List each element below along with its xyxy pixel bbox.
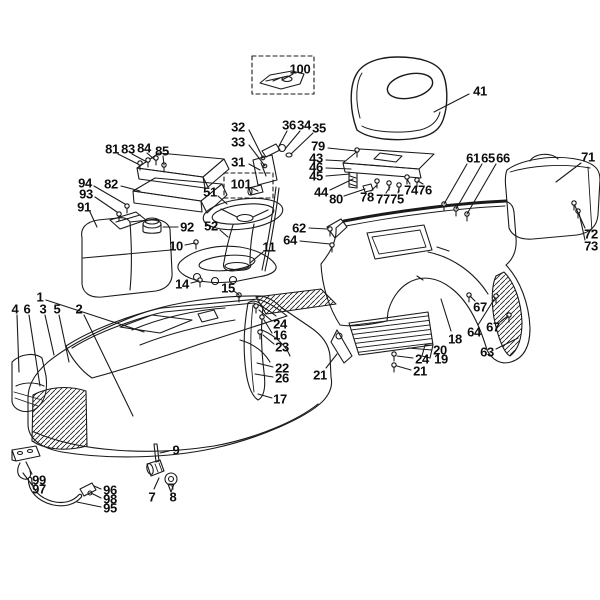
fuel-cap <box>142 219 162 229</box>
leader-line-32 <box>248 129 264 159</box>
cable <box>27 476 83 507</box>
seat-mount-plate <box>342 147 435 193</box>
leader-line-79 <box>327 147 357 152</box>
leader-line-2 <box>83 314 134 417</box>
leader-line-11 <box>249 251 264 264</box>
leader-line-24 <box>396 355 414 359</box>
rear-cover <box>504 153 600 240</box>
leader-line-4 <box>16 314 20 373</box>
leader-line-98 <box>90 492 102 499</box>
leader-line-16 <box>263 319 273 334</box>
leader-line-18 <box>440 298 452 332</box>
leader-line-83 <box>131 153 148 163</box>
key-reference-box <box>223 172 274 199</box>
leader-line-64 <box>299 240 331 245</box>
running-board <box>255 288 337 315</box>
leader-line-7 <box>153 477 160 490</box>
leader-line-67 <box>469 295 476 302</box>
leader-line-94 <box>93 185 126 205</box>
pedal-cover <box>177 239 277 303</box>
connector <box>79 482 97 497</box>
leader-line-95 <box>76 501 102 508</box>
leader-line-82 <box>120 185 141 192</box>
leader-line-73 <box>578 212 586 241</box>
leader-line-52 <box>219 229 229 238</box>
leader-line-20 <box>407 347 433 351</box>
leader-line-26 <box>254 373 274 378</box>
leader-line-91 <box>89 211 98 228</box>
leader-line-24 <box>258 309 273 322</box>
leader-line-43 <box>325 159 346 162</box>
fuel-tank <box>81 217 173 298</box>
leader-line-100 <box>281 73 294 81</box>
leader-line-78 <box>370 184 378 192</box>
dash-bracket <box>109 203 147 230</box>
leader-line-74 <box>406 178 411 185</box>
leader-line-65 <box>455 163 483 210</box>
leader-line-17 <box>257 393 273 399</box>
leader-line-34 <box>284 130 301 150</box>
leader-line-64 <box>477 297 496 326</box>
leader-line-14 <box>190 280 200 284</box>
leader-line-33 <box>248 144 266 167</box>
hood-decal <box>119 314 193 334</box>
leader-line-61 <box>443 163 468 205</box>
steering-column-parts <box>252 143 293 272</box>
leader-line-84 <box>146 152 156 161</box>
leader-line-101 <box>251 187 259 192</box>
air-duct <box>11 353 48 413</box>
leader-line-97 <box>22 472 33 486</box>
leader-line-23 <box>262 334 275 345</box>
leader-line-15 <box>233 290 240 296</box>
mudguard-strip <box>243 300 266 401</box>
leader-line-36 <box>278 130 288 147</box>
leader-line-81 <box>117 153 139 165</box>
leader-line-67 <box>499 315 509 323</box>
leader-line-31 <box>248 163 261 171</box>
leader-line-44 <box>329 178 354 191</box>
main-body <box>255 199 531 373</box>
leader-line-99 <box>25 461 33 475</box>
leader-line-35 <box>290 132 314 155</box>
leader-line-66 <box>466 163 497 215</box>
leader-line-71 <box>555 162 582 183</box>
dashboard-covers <box>132 152 230 214</box>
leader-line-10 <box>184 242 196 246</box>
leader-line-62 <box>308 227 328 230</box>
hood <box>27 295 333 458</box>
dash-mount-bracket <box>326 218 348 239</box>
leader-line-46 <box>325 167 352 170</box>
leader-line-76 <box>417 180 424 185</box>
front-harness <box>11 445 97 507</box>
leader-line-9 <box>159 450 170 454</box>
leader-line-45 <box>325 173 351 177</box>
leader-line-3 <box>44 314 55 356</box>
hood-grille <box>31 386 88 450</box>
seat <box>350 56 448 141</box>
leader-line-6 <box>28 314 41 387</box>
key-plate-reference-box <box>251 55 315 95</box>
leader-line-77 <box>385 186 391 194</box>
leader-line-63 <box>495 337 519 350</box>
leader-line-80 <box>343 188 366 197</box>
leader-line-75 <box>397 187 400 194</box>
leader-line-93 <box>94 196 118 213</box>
leader-line-1 <box>45 299 145 333</box>
body-top-seam <box>342 199 508 223</box>
leader-line-5 <box>58 314 70 363</box>
leader-line-41 <box>433 93 470 113</box>
leader-line-8 <box>171 485 174 490</box>
leader-line-85 <box>162 155 165 166</box>
hook <box>17 462 32 480</box>
leader-line-21 <box>325 353 338 369</box>
leader-lines <box>16 73 586 508</box>
leader-line-51 <box>217 195 228 205</box>
leader-line-22 <box>256 362 274 368</box>
leader-line-96 <box>93 485 102 490</box>
leader-line-21 <box>396 365 412 371</box>
